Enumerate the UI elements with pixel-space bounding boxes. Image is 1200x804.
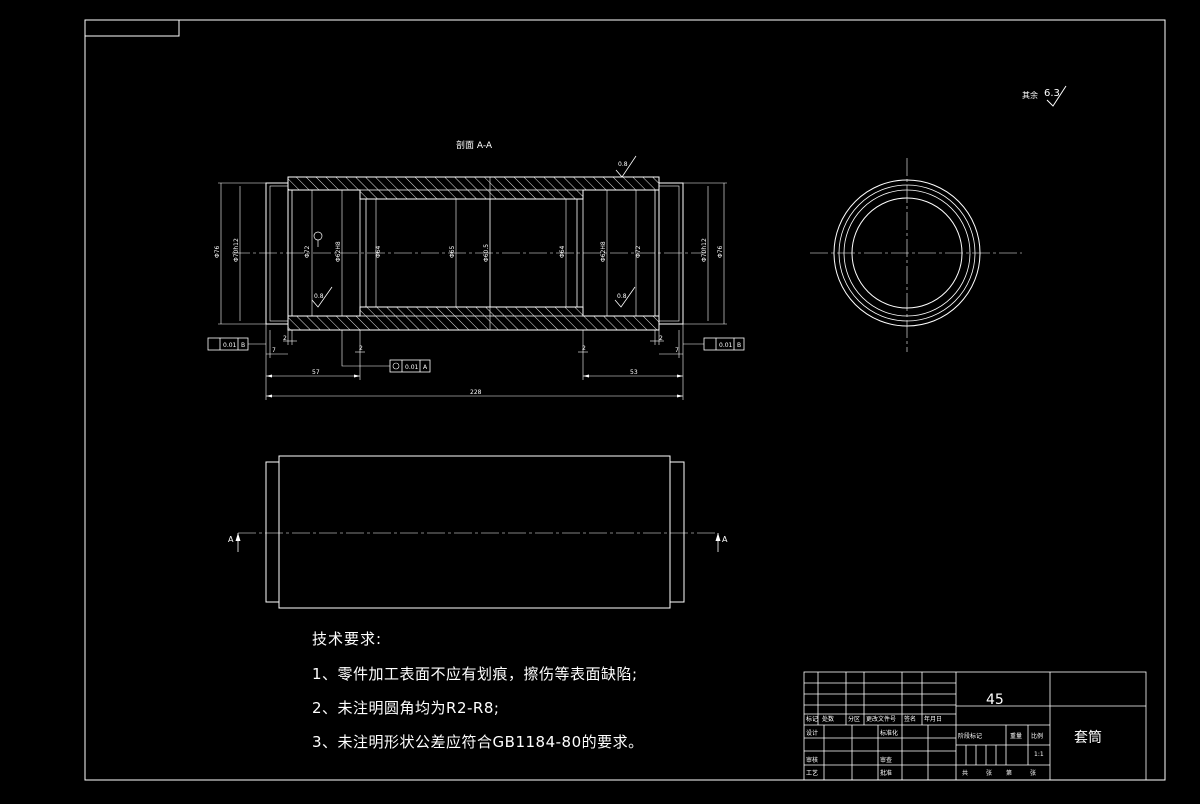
title-block <box>803 671 1147 781</box>
dim-length-left: 57 <box>312 369 320 376</box>
tol-right-value: 0.01 <box>719 342 733 349</box>
bottom-wall-hatch <box>287 306 660 331</box>
roughness-br-value: 0.8 <box>617 293 627 300</box>
tol-left-value: 0.01 <box>223 342 237 349</box>
dim-right-inner1: Φ72 <box>635 245 642 258</box>
material-label: 45 <box>986 692 1004 708</box>
stage-header-0: 阶段标记 <box>958 732 982 740</box>
mid-label-check: 审查 <box>880 756 892 764</box>
row-label-process: 工艺 <box>806 769 818 777</box>
dim-right-inner2: Φ62H8 <box>600 241 607 262</box>
tol-center-value: 0.01 <box>405 364 419 371</box>
dim-right-inner3: Φ64 <box>559 245 566 258</box>
right-collar <box>658 182 684 325</box>
section-arrow-left-icon <box>235 533 241 541</box>
roughness-bl-value: 0.8 <box>314 293 324 300</box>
roughness-bl-icon <box>311 286 333 308</box>
dim-small-5: 2 <box>582 345 586 352</box>
section-mark-left: A <box>228 535 234 544</box>
section-title: 剖面 A-A <box>456 139 493 151</box>
roughness-symbol-icon <box>1046 85 1067 107</box>
outer-border <box>84 19 1166 781</box>
section-view: Φ76 Φ70h12 Φ72 Φ62H8 Φ64 Φ65 Φ60.5 Φ64 Φ… <box>207 155 745 400</box>
dim-left-d1: Φ76 <box>214 245 221 258</box>
roughness-top-value: 0.8 <box>618 161 628 168</box>
surface-note-value: 6.3 <box>1044 88 1060 99</box>
tolerance-frame-right: 0.01 B <box>683 337 745 351</box>
rev-header-1: 处数 <box>822 715 834 723</box>
dim-small-3: 7 <box>272 347 276 354</box>
dim-center-d1: Φ65 <box>449 245 456 258</box>
roughness-top-icon <box>615 155 637 178</box>
tol-center-datum: A <box>423 364 428 371</box>
dim-left-inner2: Φ62H8 <box>335 241 342 262</box>
rev-header-3: 更改文件号 <box>866 715 896 723</box>
stage-header-2: 比例 <box>1031 732 1043 740</box>
roughness-br-icon <box>614 286 636 308</box>
dim-left-inner3: Φ64 <box>375 245 382 258</box>
dim-left-inner1: Φ72 <box>304 245 311 258</box>
dim-small-2: 2 <box>359 345 363 352</box>
rev-header-4: 签名 <box>904 715 916 723</box>
dim-right-d1: Φ76 <box>717 245 724 258</box>
elevation-view <box>237 455 719 609</box>
inner-frame-tab <box>84 19 180 37</box>
part-name: 套筒 <box>1074 729 1102 746</box>
tech-requirement-2: 2、未注明圆角均为R2-R8; <box>312 699 500 717</box>
top-wall-hatch <box>287 176 660 200</box>
scale-value: 1:1 <box>1034 751 1044 758</box>
tech-requirement-3: 3、未注明形状公差应符合GB1184-80的要求。 <box>312 733 644 751</box>
dim-left-d2: Φ70h12 <box>233 238 240 262</box>
rev-header-2: 分区 <box>848 715 860 723</box>
sheet-text-1: 张 <box>986 769 992 777</box>
dim-small-6: 7 <box>675 347 679 354</box>
right-collar-inner <box>658 185 680 322</box>
row-label-design: 设计 <box>806 729 818 737</box>
rev-header-0: 标记 <box>806 715 818 723</box>
sheet-text-2: 第 <box>1006 769 1012 777</box>
tech-requirements: 技术要求: 1、零件加工表面不应有划痕，擦伤等表面缺陷; 2、未注明圆角均为R2… <box>312 628 772 765</box>
left-collar-inner <box>269 185 289 322</box>
tolerance-frame-left: 0.01 B <box>207 337 266 351</box>
tol-right-datum: B <box>737 342 741 349</box>
tol-left-datum: B <box>241 342 245 349</box>
surface-note-label: 其余 <box>1022 90 1038 100</box>
left-collar <box>265 182 289 325</box>
row-label-review: 审核 <box>806 756 818 764</box>
dim-length-total: 228 <box>470 389 482 396</box>
dim-small-4: 2 <box>659 335 663 342</box>
tech-requirement-1: 1、零件加工表面不应有划痕，擦伤等表面缺陷; <box>312 665 638 683</box>
dim-length-right: 53 <box>630 369 638 376</box>
mid-label-standard: 标准化 <box>880 729 898 737</box>
section-arrow-right-icon <box>715 533 721 541</box>
section-mark-right: A <box>722 535 728 544</box>
sheet-text-3: 张 <box>1030 769 1036 777</box>
mid-label-approve: 批准 <box>880 769 892 777</box>
surface-roughness-note: 其余 6.3 <box>1022 85 1067 107</box>
rev-header-5: 年月日 <box>924 715 942 723</box>
dim-right-d2: Φ70h12 <box>701 238 708 262</box>
datum-mark <box>313 231 323 247</box>
tolerance-frame-center: 0.01 A <box>341 330 431 373</box>
stage-header-1: 重量 <box>1010 732 1022 740</box>
dim-small-1: 2 <box>283 335 287 342</box>
tech-requirements-title: 技术要求: <box>312 630 383 648</box>
end-view <box>810 158 1022 352</box>
dim-center-d2: Φ60.5 <box>483 244 490 262</box>
sheet-text-0: 共 <box>962 769 968 777</box>
